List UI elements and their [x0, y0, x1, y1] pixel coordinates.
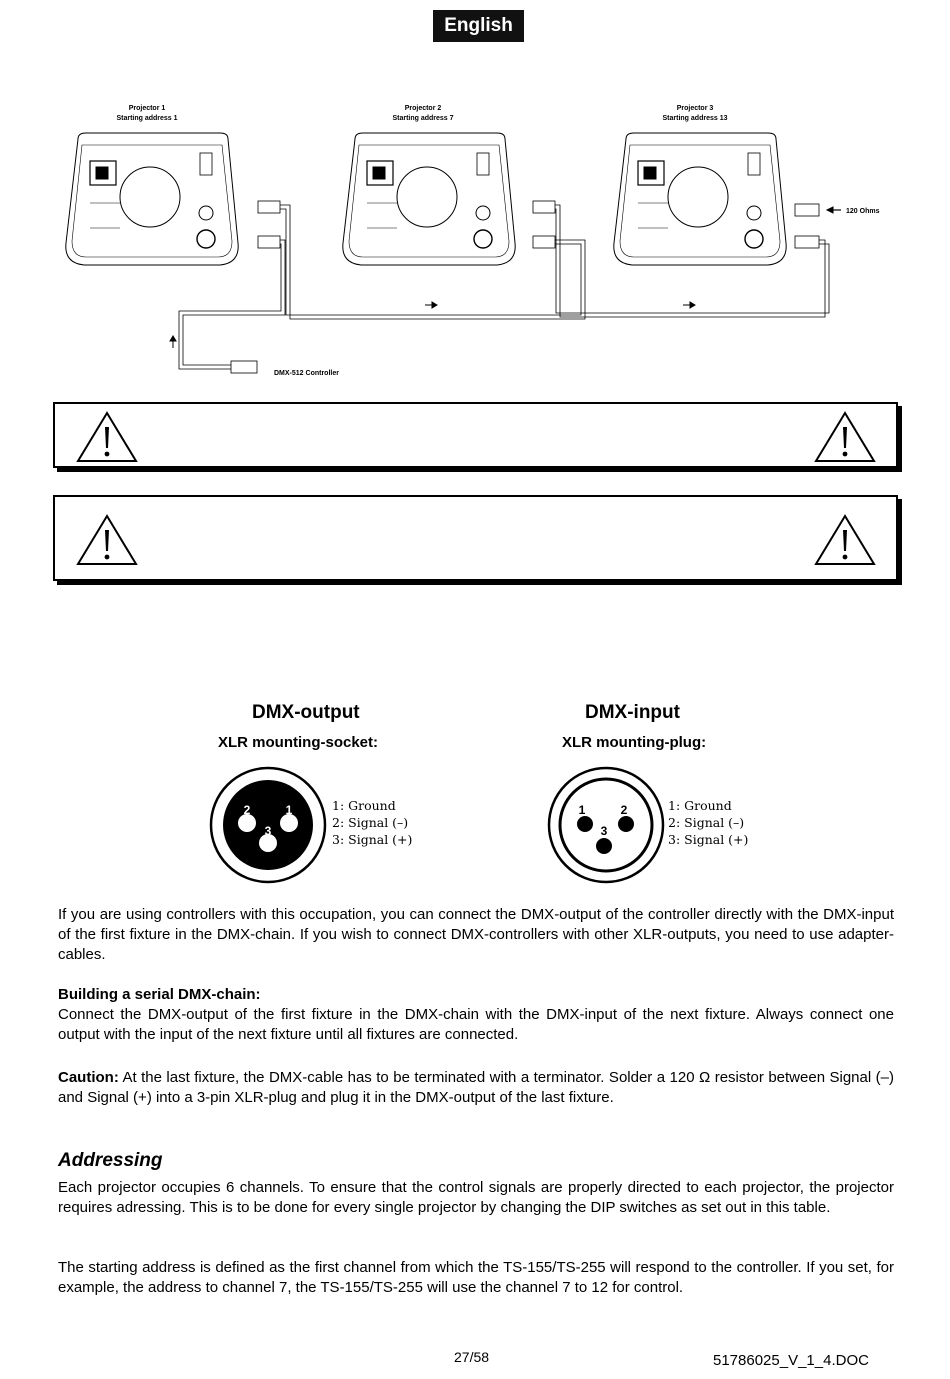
projector-3-panel	[613, 132, 787, 266]
dmx-cables	[178, 204, 830, 370]
plug-pin-label: 2	[621, 803, 628, 817]
intro-paragraph: If you are using controllers with this o…	[58, 906, 894, 963]
dmx-output-subtitle: XLR mounting-socket:	[218, 734, 378, 751]
pin-1-label: 1: Ground	[668, 798, 732, 813]
document-id: 51786025_V_1_4.DOC	[713, 1352, 869, 1369]
terminator-label: 120 Ohms	[846, 208, 880, 215]
pin-1-label: 1: Ground	[332, 798, 396, 813]
projector-2-name: Projector 2	[405, 105, 442, 112]
pin-2-label: 2: Signal (–)	[668, 815, 745, 830]
dmx-output-title: DMX-output	[252, 702, 360, 723]
pin-3-label: 3: Signal (+)	[332, 832, 413, 847]
projector-2-address: Starting address 7	[392, 115, 453, 122]
input-pin-list: 1: Ground 2: Signal (–) 3: Signal (+)	[668, 797, 748, 848]
cable-plugs	[230, 200, 820, 374]
dmx-input-title: DMX-input	[585, 702, 680, 723]
signal-direction-arrows	[169, 301, 696, 348]
warning-triangle-icon	[76, 411, 138, 462]
addressing-paragraph-2: The starting address is defined as the f…	[58, 1259, 894, 1296]
terminator-arrow-icon	[825, 206, 841, 214]
caution-text: At the last fixture, the DMX-cable has t…	[58, 1069, 894, 1106]
socket-pin-label: 2	[244, 803, 251, 817]
dmx-input-subtitle: XLR mounting-plug:	[562, 734, 707, 751]
pin-2-label: 2: Signal (–)	[332, 815, 409, 830]
projector-3-address: Starting address 13	[663, 115, 728, 122]
output-pin-list: 1: Ground 2: Signal (–) 3: Signal (+)	[332, 797, 412, 848]
warning-box-2	[53, 495, 898, 581]
warning-triangle-icon	[814, 411, 876, 462]
warning-box-1	[53, 402, 898, 468]
addressing-paragraph-1: Each projector occupies 6 channels. To e…	[58, 1179, 894, 1216]
controller-label: DMX-512 Controller	[274, 370, 339, 377]
caution-paragraph: Caution: At the last fixture, the DMX-ca…	[58, 1068, 894, 1108]
xlr-socket-diagram: 2 1 3	[209, 766, 327, 884]
chain-heading: Building a serial DMX-chain:	[58, 986, 261, 1003]
projector-2-panel	[342, 132, 516, 266]
projector-3-name: Projector 3	[677, 105, 714, 112]
socket-pin-label: 1	[286, 803, 293, 817]
language-badge: English	[433, 10, 524, 42]
pin-3-label: 3: Signal (+)	[668, 832, 749, 847]
socket-pin-label: 3	[265, 824, 272, 838]
chain-paragraph: Connect the DMX-output of the first fixt…	[58, 1006, 894, 1043]
dmx-chain-diagram: Projector 1 Starting address 1 Projector…	[65, 105, 880, 377]
page-number: 27/58	[454, 1349, 490, 1365]
xlr-plug-diagram: 1 2 3	[547, 766, 665, 884]
plug-pin-label: 3	[601, 824, 608, 838]
projector-1-address: Starting address 1	[116, 115, 177, 122]
projector-1-panel	[65, 132, 239, 266]
warning-triangle-icon	[76, 514, 138, 565]
projector-1-name: Projector 1	[129, 105, 166, 112]
plug-pin-label: 1	[579, 803, 586, 817]
warning-triangle-icon	[814, 514, 876, 565]
addressing-heading: Addressing	[58, 1150, 163, 1171]
caution-label: Caution:	[58, 1069, 119, 1086]
